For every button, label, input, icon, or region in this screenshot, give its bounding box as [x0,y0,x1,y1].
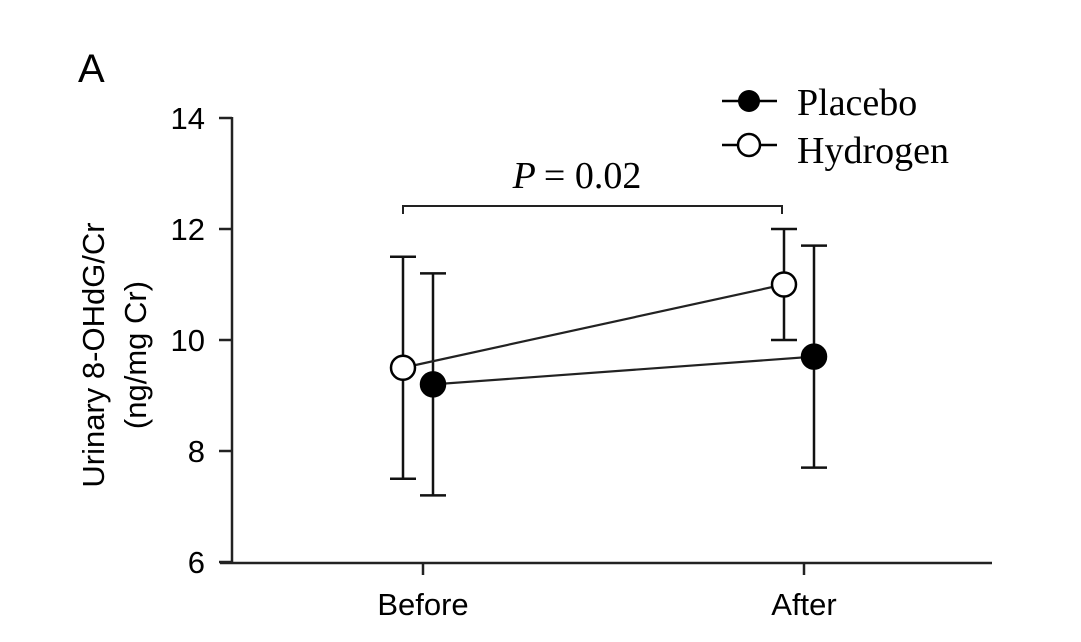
legend-label-placebo: Placebo [797,82,917,124]
y-tick-label: 6 [188,545,205,580]
series-line [402,283,785,369]
y-tick-label: 8 [188,434,205,469]
y-axis-title-line2: (ng/mg Cr) [118,281,153,429]
data-point-marker [389,354,417,381]
y-tick-label: 14 [171,101,205,136]
legend-item-hydrogen: Hydrogen [722,130,949,172]
data-series [389,227,828,497]
x-tick-label-after: After [771,587,836,622]
series-hydrogen [389,227,798,480]
y-axis-title: Urinary 8-OHdG/Cr (ng/mg Cr) [76,222,153,487]
x-tick-label-before: Before [377,587,468,622]
x-axis-ticks: Before After [377,563,837,622]
bracket-line [402,205,783,214]
y-tick-label: 12 [171,212,205,247]
y-axis-ticks: 6 8 10 12 14 [171,101,232,580]
open-circle-icon [736,132,762,158]
y-tick-label: 10 [171,323,205,358]
legend-item-placebo: Placebo [722,82,917,124]
data-point-marker [419,371,447,398]
series-line [432,355,815,386]
filled-circle-icon [738,90,760,112]
legend: Placebo Hydrogen [722,82,949,172]
panel-label: A [78,47,105,91]
data-point-marker [770,271,798,298]
legend-label-hydrogen: Hydrogen [797,130,949,172]
series-placebo [419,244,828,497]
y-axis-title-line1: Urinary 8-OHdG/Cr [76,222,111,487]
p-value-label: P= 0.02 [512,155,642,197]
significance-bracket: P= 0.02 [402,155,783,214]
data-point-marker [800,343,828,370]
